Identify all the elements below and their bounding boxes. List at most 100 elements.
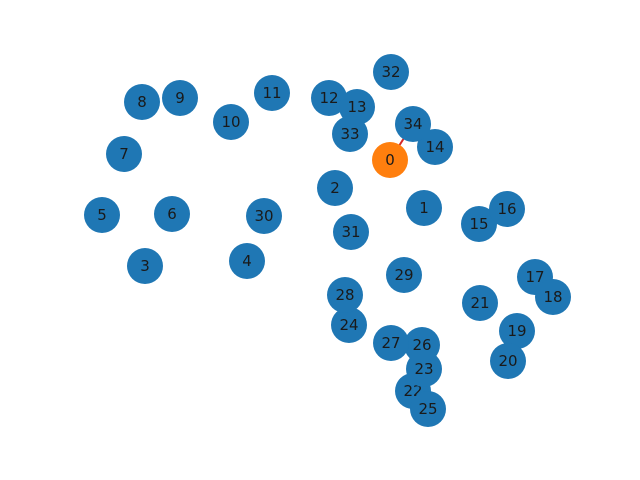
node-label-13: 13 — [347, 98, 366, 116]
node-label-2: 2 — [330, 179, 340, 197]
node-label-15: 15 — [469, 215, 488, 233]
node-label-18: 18 — [543, 288, 562, 306]
node-0: 0 — [372, 142, 408, 178]
node-label-12: 12 — [319, 89, 338, 107]
node-label-11: 11 — [262, 84, 281, 102]
node-label-31: 31 — [341, 223, 360, 241]
node-8: 8 — [124, 84, 160, 120]
node-circle-16 — [489, 191, 525, 227]
node-circle-27 — [373, 325, 409, 361]
node-label-17: 17 — [525, 268, 544, 286]
node-circle-13 — [339, 89, 375, 125]
node-32: 32 — [373, 54, 409, 90]
node-circle-8 — [124, 84, 160, 120]
node-5: 5 — [84, 197, 120, 233]
node-11: 11 — [254, 75, 290, 111]
node-19: 19 — [499, 313, 535, 349]
node-30: 30 — [246, 198, 282, 234]
node-circle-24 — [331, 307, 367, 343]
node-20: 20 — [490, 343, 526, 379]
node-34: 34 — [395, 106, 431, 142]
node-33: 33 — [332, 116, 368, 152]
node-4: 4 — [229, 243, 265, 279]
node-label-6: 6 — [167, 205, 177, 223]
node-label-19: 19 — [507, 322, 526, 340]
node-28: 28 — [327, 277, 363, 313]
node-7: 7 — [106, 136, 142, 172]
node-label-23: 23 — [414, 360, 433, 378]
node-label-9: 9 — [175, 89, 185, 107]
node-circle-6 — [154, 196, 190, 232]
node-14: 14 — [417, 129, 453, 165]
node-circle-29 — [386, 257, 422, 293]
node-12: 12 — [311, 80, 347, 116]
node-circle-32 — [373, 54, 409, 90]
node-21: 21 — [462, 285, 498, 321]
node-circle-18 — [535, 279, 571, 315]
node-circle-19 — [499, 313, 535, 349]
node-label-14: 14 — [425, 138, 444, 156]
node-label-32: 32 — [381, 63, 400, 81]
node-label-28: 28 — [335, 286, 354, 304]
node-circle-10 — [213, 104, 249, 140]
node-circle-7 — [106, 136, 142, 172]
node-label-34: 34 — [403, 115, 422, 133]
node-circle-26 — [404, 327, 440, 363]
node-circle-5 — [84, 197, 120, 233]
node-circle-25 — [410, 391, 446, 427]
node-15: 15 — [461, 206, 497, 242]
node-label-24: 24 — [339, 316, 358, 334]
node-label-27: 27 — [381, 334, 400, 352]
node-circle-3 — [127, 248, 163, 284]
node-2: 2 — [317, 170, 353, 206]
node-label-30: 30 — [254, 207, 273, 225]
node-circle-30 — [246, 198, 282, 234]
node-label-3: 3 — [140, 257, 150, 275]
node-label-26: 26 — [412, 336, 431, 354]
node-label-4: 4 — [242, 252, 252, 270]
node-label-0: 0 — [385, 151, 395, 169]
node-10: 10 — [213, 104, 249, 140]
node-circle-21 — [462, 285, 498, 321]
node-circle-4 — [229, 243, 265, 279]
node-label-10: 10 — [221, 113, 240, 131]
node-circle-0 — [372, 142, 408, 178]
node-18: 18 — [535, 279, 571, 315]
node-circle-11 — [254, 75, 290, 111]
node-circle-9 — [162, 80, 198, 116]
node-circle-34 — [395, 106, 431, 142]
node-circle-12 — [311, 80, 347, 116]
node-label-5: 5 — [97, 206, 107, 224]
node-26: 26 — [404, 327, 440, 363]
node-label-25: 25 — [418, 400, 437, 418]
node-27: 27 — [373, 325, 409, 361]
node-6: 6 — [154, 196, 190, 232]
node-label-7: 7 — [119, 145, 129, 163]
node-31: 31 — [333, 214, 369, 250]
node-circle-14 — [417, 129, 453, 165]
node-13: 13 — [339, 89, 375, 125]
node-label-33: 33 — [340, 125, 359, 143]
node-label-21: 21 — [470, 294, 489, 312]
node-circle-28 — [327, 277, 363, 313]
node-circle-15 — [461, 206, 497, 242]
node-9: 9 — [162, 80, 198, 116]
node-label-16: 16 — [497, 200, 516, 218]
node-label-8: 8 — [137, 93, 147, 111]
node-circle-2 — [317, 170, 353, 206]
node-24: 24 — [331, 307, 367, 343]
node-label-20: 20 — [498, 352, 517, 370]
node-25: 25 — [410, 391, 446, 427]
node-3: 3 — [127, 248, 163, 284]
node-label-29: 29 — [394, 266, 413, 284]
node-circle-20 — [490, 343, 526, 379]
node-circle-33 — [332, 116, 368, 152]
node-circle-1 — [406, 190, 442, 226]
node-16: 16 — [489, 191, 525, 227]
node-1: 1 — [406, 190, 442, 226]
node-circle-31 — [333, 214, 369, 250]
node-29: 29 — [386, 257, 422, 293]
node-label-1: 1 — [419, 199, 429, 217]
